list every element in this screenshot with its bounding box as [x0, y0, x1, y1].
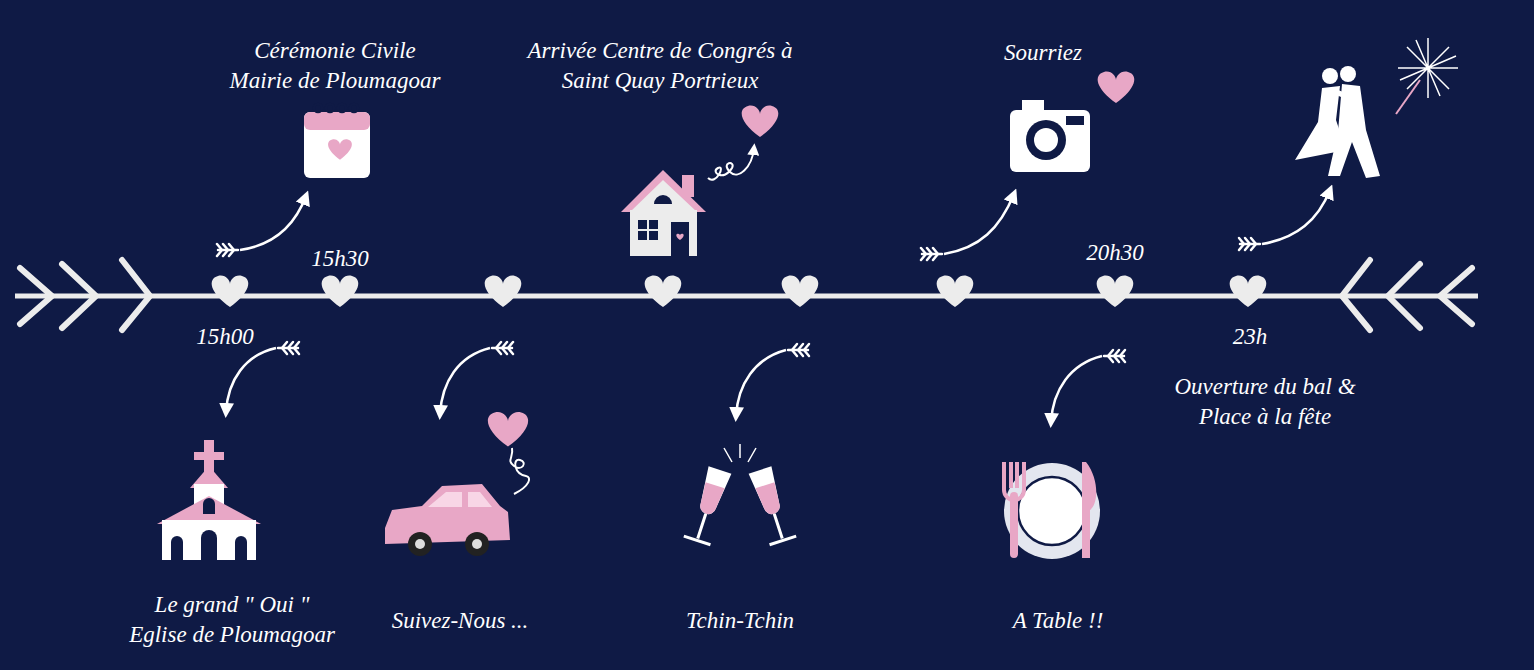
sparkler	[1396, 80, 1420, 114]
timeline-label: 15h00	[170, 322, 280, 352]
timeline-label: Arrivée Centre de Congrés à Saint Quay P…	[525, 36, 795, 96]
timeline-hearts	[212, 276, 1267, 307]
pointer-arrows	[217, 190, 1330, 422]
church-icon	[157, 440, 261, 560]
timeline-label: Suivez-Nous ...	[360, 606, 560, 636]
timeline-label: Sourriez	[963, 38, 1123, 68]
timeline-label: 15h30	[285, 244, 395, 274]
timeline-label: Ouverture du bal & Place à la fête	[1170, 372, 1360, 432]
timeline-label: 20h30	[1060, 238, 1170, 268]
plate-icon	[1004, 462, 1100, 559]
arrow-feathers	[20, 260, 1472, 330]
house-icon	[621, 106, 778, 256]
timeline-label: Cérémonie Civile Mairie de Ploumagoar	[223, 36, 448, 96]
timeline-label: 23h	[1205, 322, 1295, 352]
car-icon	[385, 412, 529, 556]
timeline-label: Tchin-Tchin	[640, 606, 840, 636]
dancers-silhouette	[1295, 66, 1380, 178]
firework	[1398, 38, 1458, 98]
camera-icon	[1010, 72, 1134, 172]
calendar-icon	[304, 104, 370, 178]
timeline-label: Le grand " Oui " Eglise de Ploumagoar	[125, 590, 340, 650]
champagne-glasses	[684, 444, 796, 545]
timeline-label: A Table !!	[958, 606, 1158, 636]
